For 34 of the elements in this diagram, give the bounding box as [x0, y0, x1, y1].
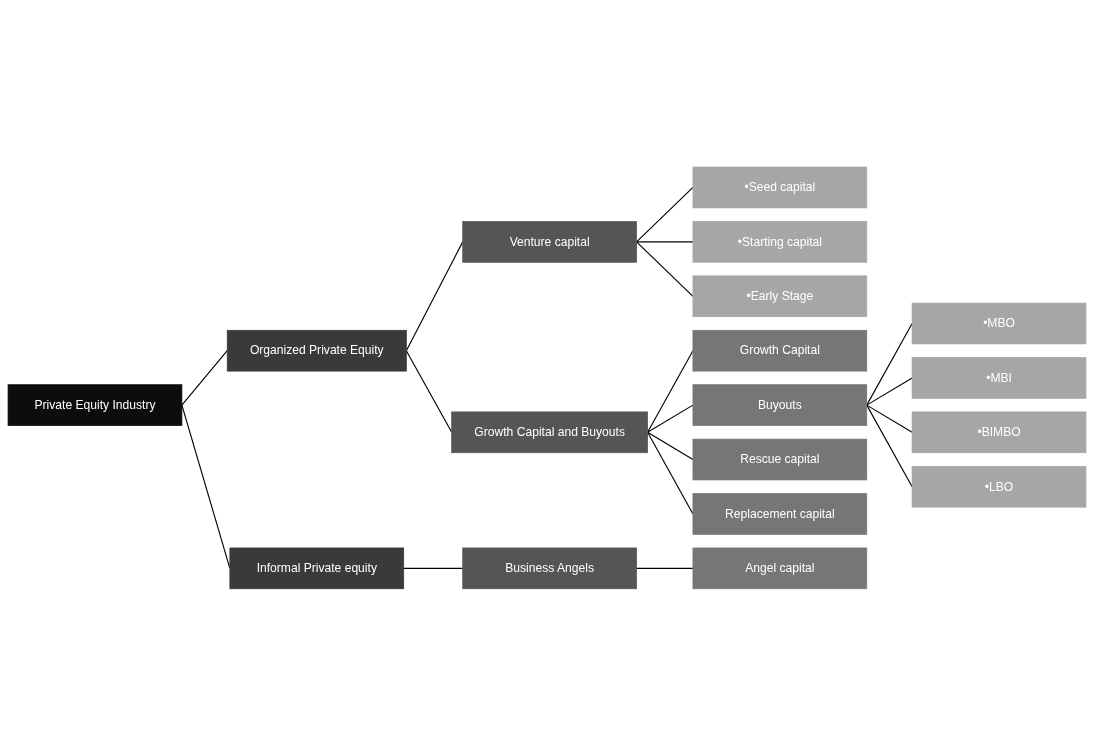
node-box: Organized Private Equity: [226, 330, 407, 372]
connector: [866, 377, 913, 406]
node-box: •Starting capital: [692, 221, 868, 263]
connector: [647, 350, 694, 433]
connector: [866, 323, 913, 406]
node-box: •BIMBO: [911, 411, 1087, 454]
node-box: Rescue capital: [692, 438, 868, 481]
connector: [181, 350, 228, 406]
connector: [636, 567, 694, 569]
node-box: Venture capital: [462, 221, 637, 263]
node-box: •Early Stage: [692, 275, 868, 318]
node-box: Angel capital: [692, 547, 868, 590]
node-box: •LBO: [911, 466, 1087, 508]
connector: [647, 431, 694, 461]
node-box: Replacement capital: [692, 493, 868, 535]
node-box: •MBI: [911, 357, 1087, 399]
node-box: Informal Private equity: [229, 547, 405, 590]
connector: [866, 404, 913, 433]
node-box: Growth Capital: [692, 330, 868, 372]
node-box: •MBO: [911, 302, 1087, 345]
connector: [405, 350, 453, 433]
node-box: Private Equity Industry: [7, 384, 183, 426]
connector: [636, 241, 694, 297]
node-box: Business Angels: [462, 547, 637, 590]
node-box: Growth Capital and Buyouts: [451, 411, 648, 454]
connector: [636, 241, 694, 243]
node-box: •Seed capital: [692, 166, 868, 209]
connector: [647, 404, 694, 433]
connector: [403, 567, 464, 569]
connector: [647, 431, 694, 515]
connector: [866, 404, 913, 488]
connector: [636, 187, 694, 243]
connector: [405, 241, 464, 352]
node-box: Buyouts: [692, 384, 868, 426]
